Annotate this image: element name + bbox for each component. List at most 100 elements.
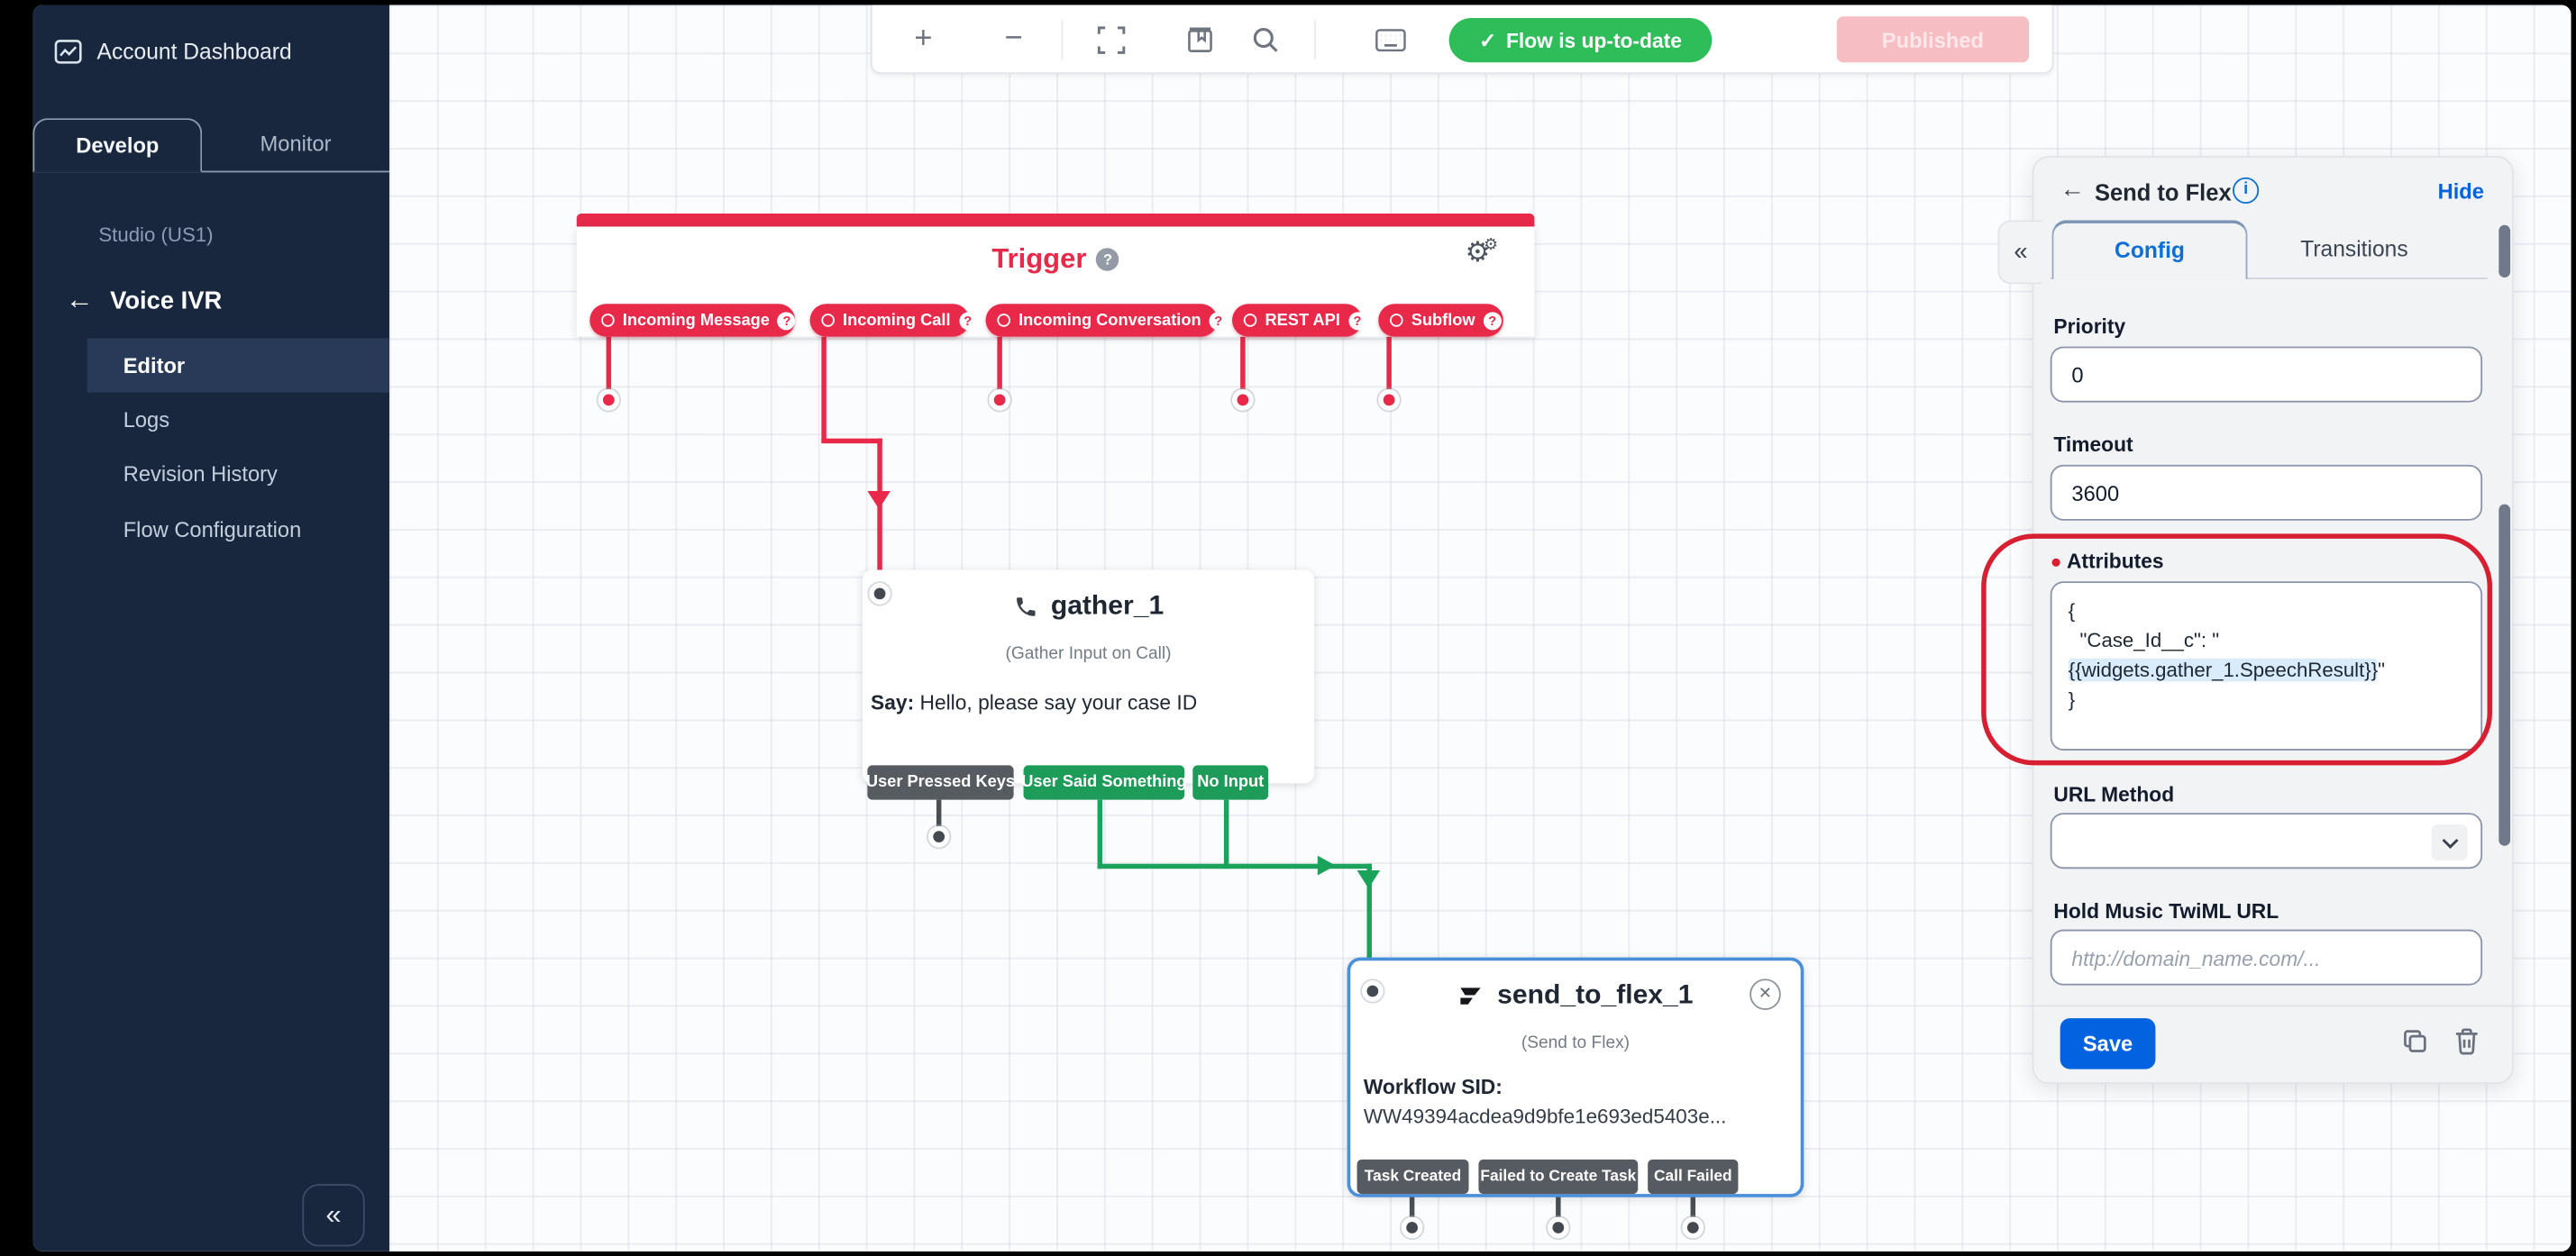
send-to-flex-widget[interactable]: send_to_flex_1 ✕ (Send to Flex) Workflow… <box>1347 957 1804 1197</box>
account-dashboard-link[interactable]: Account Dashboard <box>54 40 292 64</box>
published-button[interactable]: Published <box>1836 16 2030 63</box>
back-arrow-icon[interactable]: ← <box>65 284 94 315</box>
attr-line: { <box>2068 599 2076 623</box>
attr-line: } <box>2068 687 2076 712</box>
url-method-select[interactable] <box>2050 813 2483 869</box>
liquid-variable-highlight: {{widgets.gather_1.SpeechResult}} <box>2068 658 2379 682</box>
tab-config[interactable]: Config <box>2051 220 2248 279</box>
output-no-input[interactable]: No Input <box>1192 765 1269 800</box>
scrollbar-thumb[interactable] <box>2498 224 2511 278</box>
trigger-event-incoming-conversation[interactable]: Incoming Conversation ? <box>985 304 1228 337</box>
input-port-dot[interactable] <box>1362 980 1384 1002</box>
output-user-pressed-keys[interactable]: User Pressed Keys <box>866 765 1015 800</box>
port-ring-icon <box>601 314 615 327</box>
help-icon[interactable]: ? <box>777 311 797 330</box>
output-call-failed[interactable]: Call Failed <box>1648 1159 1739 1195</box>
back-arrow-icon[interactable]: ← <box>2060 176 2086 205</box>
info-icon[interactable]: i <box>2233 177 2260 205</box>
event-label: Incoming Call <box>843 311 951 330</box>
account-dashboard-label: Account Dashboard <box>96 39 292 65</box>
help-icon[interactable]: ? <box>1096 248 1119 271</box>
save-button[interactable]: Save <box>2060 1018 2156 1069</box>
tab-monitor[interactable]: Monitor <box>260 131 332 157</box>
zoom-in-button[interactable]: + <box>914 21 933 56</box>
trigger-title-text: Trigger <box>991 242 1087 275</box>
output-port-dot[interactable] <box>1378 388 1400 411</box>
output-user-said-something[interactable]: User Said Something <box>1021 765 1187 800</box>
output-port-dot[interactable] <box>1682 1216 1704 1239</box>
sidebar-collapse-button[interactable]: « <box>302 1184 365 1247</box>
tab-underline <box>2050 278 2488 279</box>
trigger-event-rest-api[interactable]: REST API ? <box>1232 304 1367 337</box>
gather-say-text: Say: Hello, please say your case ID <box>871 691 1198 714</box>
connector <box>606 336 612 393</box>
arrowhead-down <box>1357 870 1381 889</box>
flex-icon <box>1461 987 1482 1004</box>
scrollbar-thumb[interactable] <box>2498 504 2511 846</box>
zoom-out-button[interactable]: − <box>1004 21 1023 56</box>
output-port-dot[interactable] <box>1547 1216 1569 1239</box>
trigger-event-incoming-call[interactable]: Incoming Call ? <box>809 304 977 337</box>
connector <box>1690 1194 1696 1221</box>
arrowhead-right <box>1317 855 1336 876</box>
output-port-dot[interactable] <box>989 388 1010 411</box>
hold-music-label: Hold Music TwiML URL <box>2053 899 2279 924</box>
search-icon[interactable] <box>1242 16 1288 62</box>
output-port-dot[interactable] <box>1401 1216 1423 1239</box>
output-port-dot[interactable] <box>598 388 620 411</box>
output-failed-to-create-task[interactable]: Failed to Create Task <box>1478 1159 1639 1195</box>
gather-name: gather_1 <box>1050 591 1165 621</box>
gear-icon[interactable]: ⚙⚙ <box>1465 236 1499 268</box>
attributes-textarea[interactable]: { "Case_Id__c": " {{widgets.gather_1.Spe… <box>2050 581 2483 751</box>
output-port-dot[interactable] <box>927 825 950 848</box>
trigger-event-subflow[interactable]: Subflow ? <box>1378 304 1503 337</box>
gather-type: (Gather Input on Call) <box>1005 643 1172 664</box>
trash-icon[interactable] <box>2453 1026 2485 1059</box>
input-port-dot[interactable] <box>869 583 891 605</box>
connector-incoming-call <box>821 336 827 442</box>
connector <box>1556 1194 1561 1221</box>
priority-input[interactable] <box>2050 346 2483 403</box>
help-icon[interactable]: ? <box>1483 311 1502 330</box>
help-icon[interactable]: ? <box>1347 311 1367 330</box>
hold-music-input[interactable] <box>2050 929 2483 986</box>
sidebar-item-flow-configuration[interactable]: Flow Configuration <box>123 517 302 542</box>
help-icon[interactable]: ? <box>958 311 977 330</box>
connector <box>1386 336 1392 393</box>
connector <box>936 799 942 832</box>
studio-region-label: Studio (US1) <box>98 223 214 247</box>
help-icon[interactable]: ? <box>1209 311 1228 330</box>
tab-develop[interactable]: Develop <box>32 118 203 173</box>
sidebar-item-editor[interactable]: Editor <box>87 338 389 393</box>
send-to-flex-title: send_to_flex_1 <box>1350 980 1800 1012</box>
keyboard-shortcuts-icon[interactable] <box>1366 16 1412 62</box>
copy-icon[interactable] <box>2400 1026 2433 1059</box>
event-label: REST API <box>1265 311 1340 330</box>
workflow-sid-label: Workflow SID: <box>1363 1075 1503 1099</box>
timeout-input[interactable] <box>2050 464 2483 521</box>
send-to-flex-name: send_to_flex_1 <box>1497 980 1694 1010</box>
priority-label: Priority <box>2053 314 2126 339</box>
port-ring-icon <box>821 314 835 327</box>
connector-into-flex <box>1366 863 1372 961</box>
connector-merge <box>1097 863 1372 869</box>
trigger-event-incoming-message[interactable]: Incoming Message ? <box>589 304 797 337</box>
status-text: Flow is up-to-date <box>1505 28 1682 52</box>
sidebar-item-logs[interactable]: Logs <box>123 407 170 432</box>
sidebar-item-revision-history[interactable]: Revision History <box>123 461 278 487</box>
output-port-dot[interactable] <box>1232 388 1254 411</box>
output-task-created[interactable]: Task Created <box>1357 1159 1469 1195</box>
toolbar-divider <box>1314 19 1316 59</box>
gather-widget[interactable]: gather_1 (Gather Input on Call) Say: Hel… <box>862 569 1315 784</box>
panel-collapse-button[interactable]: « <box>1997 220 2042 285</box>
port-ring-icon <box>997 314 1010 327</box>
hide-link[interactable]: Hide <box>2437 178 2484 205</box>
arrowhead-down <box>867 490 891 510</box>
connector <box>1240 336 1246 393</box>
close-icon[interactable]: ✕ <box>1749 978 1781 1010</box>
tab-transitions[interactable]: Transitions <box>2300 236 2408 261</box>
widget-library-icon[interactable] <box>1176 16 1222 62</box>
flow-name: Voice IVR <box>110 287 223 315</box>
fit-view-icon[interactable] <box>1088 16 1134 62</box>
